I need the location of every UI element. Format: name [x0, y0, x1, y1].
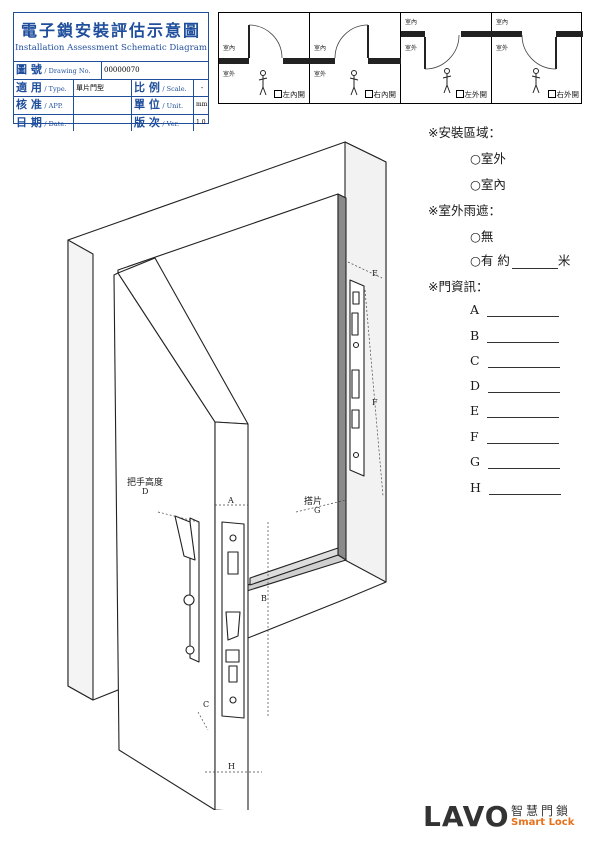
- rain-unit-label: 米: [557, 253, 571, 268]
- field-F-input[interactable]: [486, 443, 559, 444]
- app-label: 核 准 / APP.: [14, 97, 74, 114]
- dim-label-D: D: [142, 487, 149, 496]
- option-label: 左外開: [455, 89, 487, 100]
- option-label: 右外開: [547, 89, 579, 100]
- swing-option-right-outward[interactable]: 室內 室外 右外開: [492, 13, 583, 103]
- type-label: 適 用 / Type.: [14, 79, 74, 96]
- door-info-heading: ※門資訊：: [428, 279, 489, 294]
- field-B-input[interactable]: [487, 342, 560, 343]
- door-isometric-drawing: [67, 141, 387, 810]
- indoor-label: 室內: [496, 19, 509, 26]
- field-F[interactable]: F: [470, 429, 559, 444]
- field-C[interactable]: C: [470, 353, 560, 368]
- type-value: 單片門型: [74, 79, 132, 96]
- ver-label: 版 次 / Ver.: [132, 114, 194, 131]
- door-swing-panel: 室內 室外 左內開 室內 室外 右內開 室內 室外 左外: [218, 12, 583, 104]
- dim-label-A: A: [228, 496, 234, 505]
- dim-label-G: G: [314, 506, 321, 515]
- field-C-input[interactable]: [487, 367, 560, 368]
- checkbox-icon[interactable]: [364, 90, 373, 98]
- option-label: 右內開: [364, 89, 396, 100]
- field-A[interactable]: A: [470, 302, 560, 317]
- outdoor-label: 室外: [405, 45, 418, 52]
- brand-tagline-en: Smart Lock: [511, 817, 575, 828]
- document-title-en: Installation Assessment Schematic Diagra…: [14, 43, 208, 53]
- strike-plate-label: 搭片: [304, 497, 323, 507]
- checkbox-icon[interactable]: [273, 90, 282, 98]
- drawing-no-label: 圖 號 / Drawing No.: [14, 62, 102, 79]
- brand-logo: LAVO 智慧門鎖 Smart Lock: [423, 800, 583, 834]
- outdoor-label: 室外: [496, 45, 509, 52]
- unit-label: 單 位 / Unit.: [132, 97, 194, 114]
- field-B[interactable]: B: [470, 328, 560, 343]
- rain-yes-label: ○有 約: [470, 253, 510, 268]
- row-type-scale: 適 用 / Type. 單片門型 比 例 / Scale. -: [14, 79, 208, 97]
- swing-option-left-outward[interactable]: 室內 室外 左外開: [401, 13, 492, 103]
- area-option-outdoor[interactable]: ○室外: [470, 151, 506, 166]
- field-E[interactable]: E: [470, 403, 560, 418]
- title-header: 電子鎖安裝評估示意圖 Installation Assessment Schem…: [14, 17, 208, 62]
- scale-label: 比 例 / Scale.: [132, 79, 194, 96]
- document-title-zh: 電子鎖安裝評估示意圖: [20, 21, 201, 40]
- rain-option-yes[interactable]: ○有 約 米: [470, 250, 595, 269]
- dimension-lines: [157, 261, 384, 773]
- row-drawing-no: 圖 號 / Drawing No. 00000070: [14, 62, 208, 80]
- indoor-label: 室內: [314, 45, 327, 52]
- indoor-label: 室內: [223, 45, 236, 52]
- rain-option-none[interactable]: ○無: [470, 229, 494, 244]
- field-H[interactable]: H: [470, 480, 561, 495]
- field-G[interactable]: G: [470, 454, 560, 469]
- indoor-label: 室內: [405, 19, 418, 26]
- field-A-input[interactable]: [487, 316, 560, 317]
- brand-name: LAVO: [423, 800, 510, 833]
- field-D[interactable]: D: [470, 378, 561, 393]
- rain-heading: ※室外雨遮：: [428, 203, 501, 218]
- unit-value: mm: [196, 101, 208, 108]
- outdoor-label: 室外: [314, 71, 327, 78]
- scale-value: -: [200, 83, 204, 92]
- dim-label-E: E: [372, 269, 378, 278]
- option-label: 左內開: [273, 89, 305, 100]
- swing-option-left-inward[interactable]: 室內 室外 左內開: [219, 13, 310, 103]
- swing-diagram-icon: [310, 24, 401, 96]
- swing-diagram-icon: [492, 31, 583, 94]
- swing-option-right-inward[interactable]: 室內 室外 右內開: [310, 13, 401, 103]
- field-D-input[interactable]: [488, 392, 561, 393]
- date-value: [74, 114, 132, 131]
- row-app-unit: 核 准 / APP. 單 位 / Unit. mm: [14, 97, 208, 115]
- area-option-indoor[interactable]: ○室內: [470, 177, 506, 192]
- row-date-ver: 日 期 / Date. 版 次 / Ver. 1.0: [14, 114, 208, 131]
- field-E-input[interactable]: [487, 417, 560, 418]
- checkbox-icon[interactable]: [547, 90, 556, 98]
- field-G-input[interactable]: [487, 468, 560, 469]
- rain-length-field[interactable]: [511, 268, 558, 269]
- swing-diagram-icon: [219, 24, 310, 96]
- swing-diagram-icon: [401, 31, 492, 94]
- ver-value: 1.0: [196, 118, 206, 126]
- dim-label-H: H: [228, 762, 235, 771]
- dim-label-C: C: [203, 700, 210, 709]
- dim-label-B: B: [261, 594, 267, 603]
- field-H-input[interactable]: [488, 494, 561, 495]
- checkbox-icon[interactable]: [455, 90, 464, 98]
- brand-tagline-zh: 智慧門鎖: [511, 804, 572, 818]
- area-heading: ※安裝區域：: [428, 125, 501, 140]
- outdoor-label: 室外: [223, 71, 236, 78]
- dim-label-F: F: [372, 398, 378, 407]
- date-label: 日 期 / Date.: [14, 114, 74, 131]
- drawing-no-value: 00000070: [104, 66, 140, 74]
- app-value: [74, 97, 132, 114]
- handle-height-label: 把手高度: [127, 478, 164, 488]
- title-block: 電子鎖安裝評估示意圖 Installation Assessment Schem…: [13, 12, 209, 131]
